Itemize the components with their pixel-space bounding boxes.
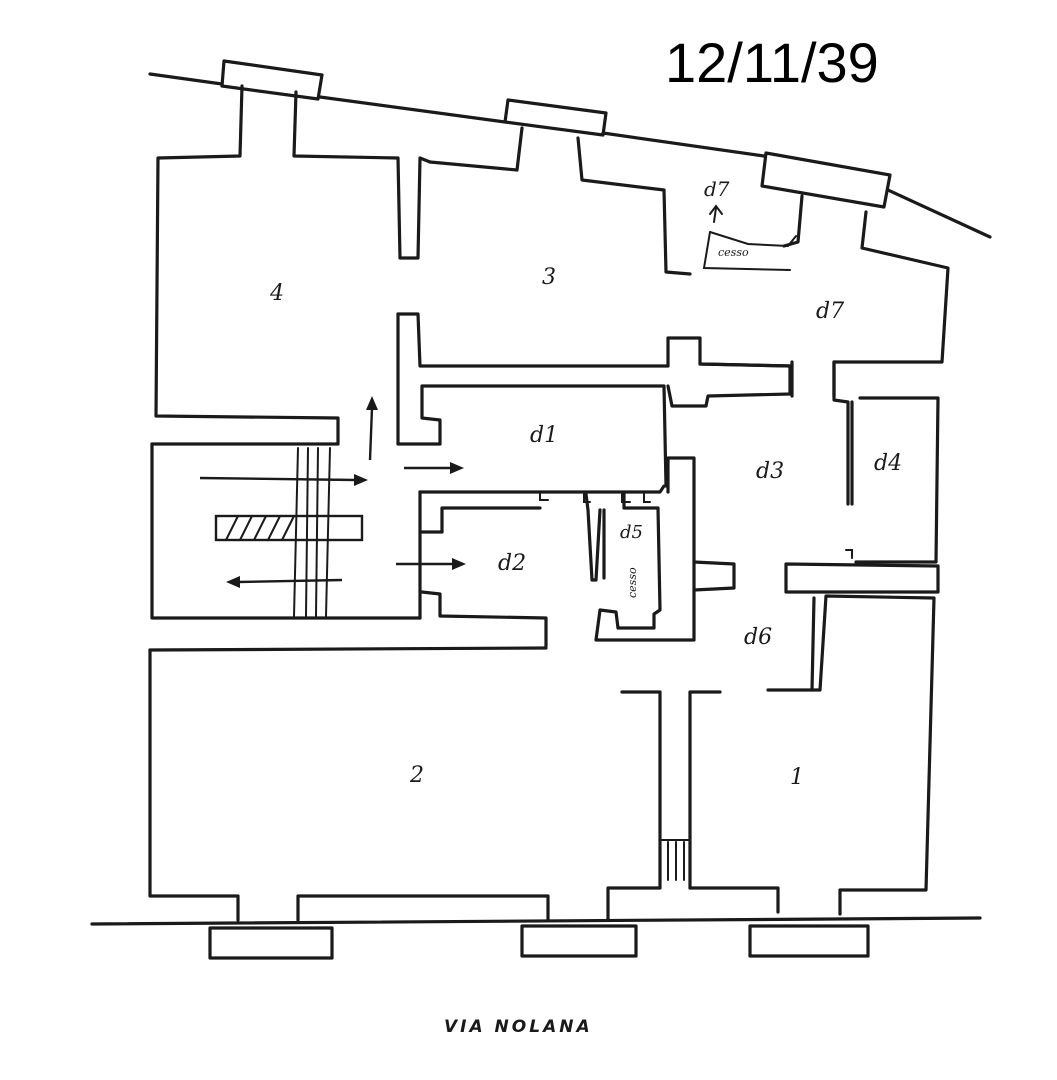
- room-label-1: 1: [790, 765, 804, 790]
- arrow-left-icon: [237, 578, 343, 584]
- room-labels: 4 3 d7 d7 d1 d3 d4 d2 d5 d6 2 1 cesso ce…: [269, 177, 902, 790]
- room-label-d3: d3: [756, 459, 784, 484]
- room-label-d1: d1: [530, 423, 558, 448]
- room-label-d4: d4: [874, 451, 902, 476]
- circulation-arrows: [199, 204, 723, 588]
- interior-walls: [396, 231, 940, 648]
- room-label-d7-top: d7: [704, 177, 730, 201]
- room-label-d5: d5: [620, 522, 643, 543]
- top-facade: [148, 59, 992, 239]
- street-name: VIA NOLANA: [444, 1017, 593, 1037]
- cesso-label-top: cesso: [718, 246, 749, 259]
- bottom-facade: [90, 916, 982, 960]
- room-label-d2: d2: [498, 551, 526, 576]
- room-label-2: 2: [409, 763, 424, 788]
- room-label-3: 3: [542, 265, 556, 290]
- arrow-right-icon: [199, 476, 357, 482]
- date-stamp: 12/11/39: [665, 31, 879, 94]
- arrow-up-icon: [368, 407, 374, 461]
- cesso-label-d5: cesso: [626, 567, 639, 598]
- room-label-4: 4: [269, 281, 284, 306]
- room-label-d6: d6: [744, 625, 772, 650]
- arrow-up-icon: [713, 207, 717, 223]
- room-label-d7: d7: [816, 299, 844, 324]
- outer-walls: [148, 84, 950, 922]
- staircase: [214, 447, 689, 881]
- stair-landing: [214, 514, 364, 542]
